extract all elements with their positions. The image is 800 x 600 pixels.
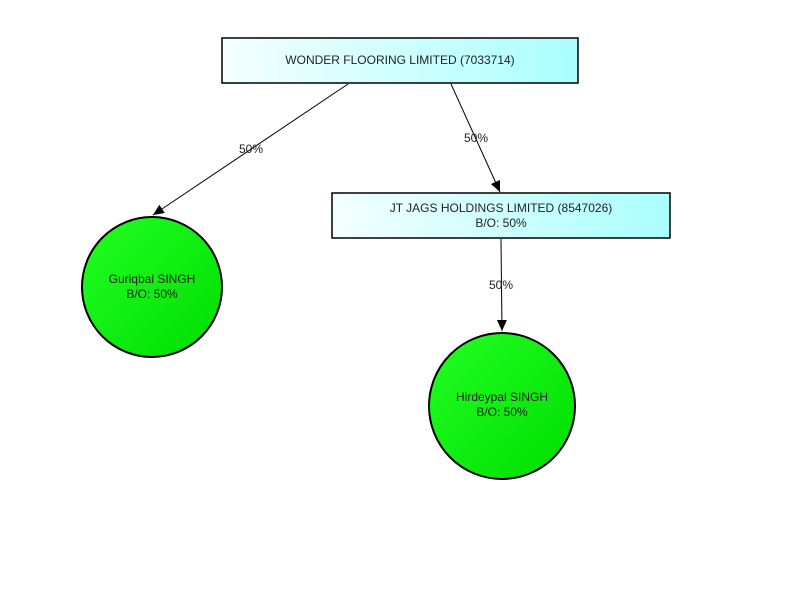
- company-name-label: JT JAGS HOLDINGS LIMITED (8547026): [390, 201, 613, 215]
- beneficial-ownership-label: B/O: 50%: [126, 287, 178, 301]
- person-circle: [428, 332, 576, 480]
- person-name-label: Guriqbal SINGH: [109, 272, 196, 286]
- edge-label-wonder-to-guriqbal: 50%: [239, 142, 263, 156]
- company-node-jt-jags-holdings[interactable]: JT JAGS HOLDINGS LIMITED (8547026) B/O: …: [331, 192, 671, 239]
- edge-jtjags-to-hirdeypal: [496, 238, 507, 332]
- edge-wonder-to-guriqbal: [152, 83, 349, 216]
- beneficial-ownership-label: B/O: 50%: [475, 216, 527, 230]
- company-name-label: WONDER FLOORING LIMITED (7033714): [285, 53, 514, 67]
- company-box: [331, 192, 671, 239]
- edge-label-wonder-to-jtjags: 50%: [464, 131, 488, 145]
- beneficial-ownership-label: B/O: 50%: [476, 405, 528, 419]
- edge-label-jtjags-to-hirdeypal: 50%: [489, 278, 513, 292]
- edge-wonder-to-jtjags: [450, 83, 501, 193]
- person-circle: [81, 216, 223, 358]
- company-box: [221, 37, 579, 84]
- person-node-hirdeypal-singh[interactable]: Hirdeypal SINGH B/O: 50%: [428, 332, 576, 480]
- person-name-label: Hirdeypal SINGH: [456, 390, 548, 404]
- person-node-guriqbal-singh[interactable]: Guriqbal SINGH B/O: 50%: [81, 216, 223, 358]
- company-node-wonder-flooring[interactable]: WONDER FLOORING LIMITED (7033714): [221, 37, 579, 84]
